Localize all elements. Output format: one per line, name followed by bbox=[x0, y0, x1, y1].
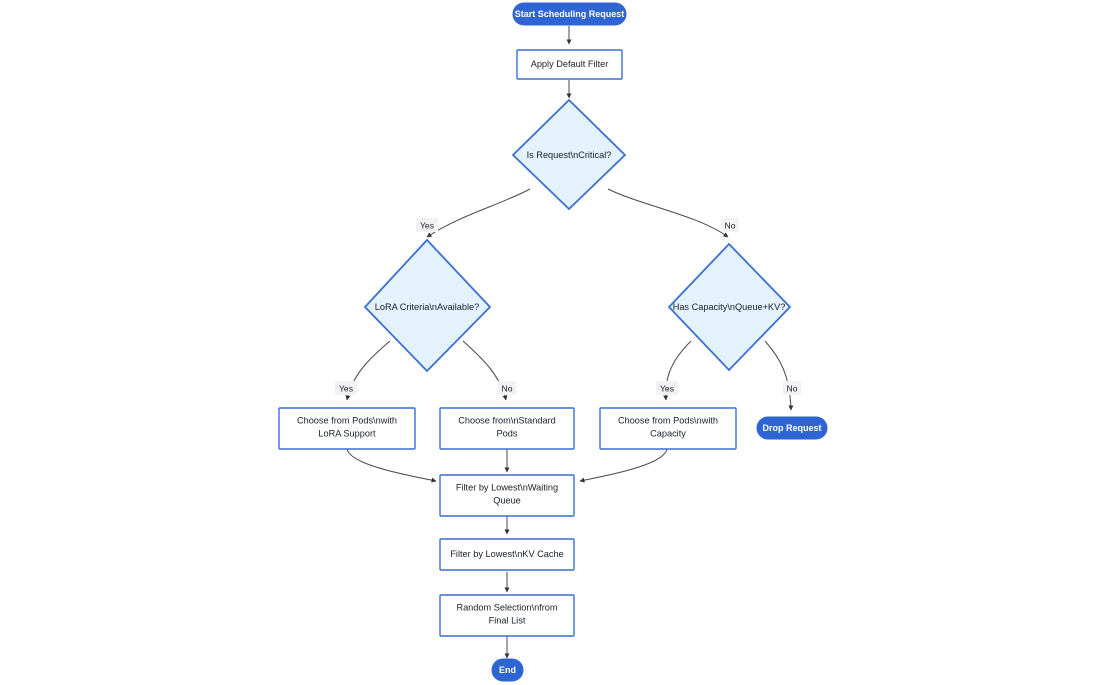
node-filter-waiting-queue-label-line2: Queue bbox=[493, 495, 521, 505]
node-is-request-critical-label: Is Request\nCritical? bbox=[527, 150, 612, 160]
node-choose-pods-capacity[interactable]: Choose from Pods\nwith Capacity bbox=[599, 407, 737, 450]
edges-layer bbox=[345, 26, 794, 659]
edge-label-capacity-yes: Yes bbox=[656, 381, 678, 395]
edge-label-critical-no: No bbox=[721, 218, 739, 232]
edge-label-lora-yes-text: Yes bbox=[339, 383, 353, 393]
node-start-shape[interactable] bbox=[512, 2, 627, 26]
node-apply-default-filter[interactable]: Apply Default Filter bbox=[516, 49, 623, 80]
node-choose-standard-pods-label-line1: Choose from\nStandard bbox=[458, 415, 556, 425]
edge-label-critical-yes-text: Yes bbox=[420, 220, 434, 230]
node-end-label: End bbox=[499, 665, 516, 675]
node-drop-request-label: Drop Request bbox=[762, 423, 821, 433]
node-apply-default-filter-label: Apply Default Filter bbox=[531, 59, 609, 69]
node-filter-waiting-queue-shape[interactable] bbox=[439, 474, 575, 517]
edge-choose-lora-to-filter-queue bbox=[346, 448, 437, 483]
edge-capacity-no-to-drop-request bbox=[764, 340, 794, 411]
node-random-selection[interactable]: Random Selection\nfrom Final List bbox=[439, 594, 575, 637]
node-choose-standard-pods-label-line2: Pods bbox=[497, 428, 518, 438]
edge-labels-layer: Yes No Yes No Yes No bbox=[335, 218, 801, 395]
node-choose-pods-lora[interactable]: Choose from Pods\nwith LoRA Support bbox=[278, 407, 416, 450]
node-filter-kv-cache-label: Filter by Lowest\nKV Cache bbox=[450, 549, 563, 559]
node-choose-standard-pods[interactable]: Choose from\nStandard Pods bbox=[439, 407, 575, 450]
node-has-capacity-label: Has Capacity\nQueue+KV? bbox=[673, 302, 786, 312]
node-choose-pods-capacity-label-line1: Choose from Pods\nwith bbox=[618, 415, 718, 425]
node-lora-criteria-available-shape[interactable] bbox=[363, 238, 492, 373]
node-end[interactable]: End bbox=[491, 658, 524, 682]
node-random-selection-label-line1: Random Selection\nfrom bbox=[456, 602, 557, 612]
node-random-selection-shape[interactable] bbox=[439, 594, 575, 637]
node-filter-kv-cache[interactable]: Filter by Lowest\nKV Cache bbox=[439, 538, 575, 571]
node-start[interactable]: Start Scheduling Request bbox=[512, 2, 627, 26]
node-filter-kv-cache-shape[interactable] bbox=[439, 538, 575, 571]
node-choose-standard-pods-shape[interactable] bbox=[439, 407, 575, 450]
node-lora-criteria-available[interactable]: LoRA Criteria\nAvailable? bbox=[363, 238, 492, 373]
node-choose-pods-lora-label-line1: Choose from Pods\nwith bbox=[297, 415, 397, 425]
node-drop-request-shape[interactable] bbox=[756, 416, 828, 440]
node-is-request-critical[interactable]: Is Request\nCritical? bbox=[511, 98, 627, 211]
node-filter-waiting-queue[interactable]: Filter by Lowest\nWaiting Queue bbox=[439, 474, 575, 517]
node-is-request-critical-shape[interactable] bbox=[511, 98, 627, 211]
edge-label-capacity-no: No bbox=[783, 381, 801, 395]
node-drop-request[interactable]: Drop Request bbox=[756, 416, 828, 440]
edge-label-critical-yes: Yes bbox=[416, 218, 438, 232]
node-start-label: Start Scheduling Request bbox=[515, 9, 625, 19]
edge-label-capacity-yes-text: Yes bbox=[660, 383, 674, 393]
nodes-layer: Start Scheduling Request Apply Default F… bbox=[278, 2, 828, 682]
edge-label-lora-yes: Yes bbox=[335, 381, 357, 395]
edge-is-critical-no-to-capacity bbox=[607, 188, 729, 238]
node-choose-pods-capacity-label-line2: Capacity bbox=[650, 428, 686, 438]
edge-is-critical-yes-to-lora bbox=[426, 188, 531, 238]
edge-label-capacity-no-text: No bbox=[787, 383, 798, 393]
node-has-capacity-shape[interactable] bbox=[667, 242, 792, 372]
edge-choose-capacity-to-filter-queue bbox=[579, 448, 668, 483]
node-apply-default-filter-shape[interactable] bbox=[516, 49, 623, 80]
node-random-selection-label-line2: Final List bbox=[489, 615, 526, 625]
node-choose-pods-capacity-shape[interactable] bbox=[599, 407, 737, 450]
node-end-shape[interactable] bbox=[491, 658, 524, 682]
node-filter-waiting-queue-label-line1: Filter by Lowest\nWaiting bbox=[456, 482, 558, 492]
edge-label-lora-no: No bbox=[498, 381, 516, 395]
node-choose-pods-lora-shape[interactable] bbox=[278, 407, 416, 450]
node-choose-pods-lora-label-line2: LoRA Support bbox=[318, 428, 376, 438]
edge-label-lora-no-text: No bbox=[502, 383, 513, 393]
edge-label-critical-no-text: No bbox=[725, 220, 736, 230]
node-has-capacity[interactable]: Has Capacity\nQueue+KV? bbox=[667, 242, 792, 372]
node-lora-criteria-available-label: LoRA Criteria\nAvailable? bbox=[375, 302, 480, 312]
